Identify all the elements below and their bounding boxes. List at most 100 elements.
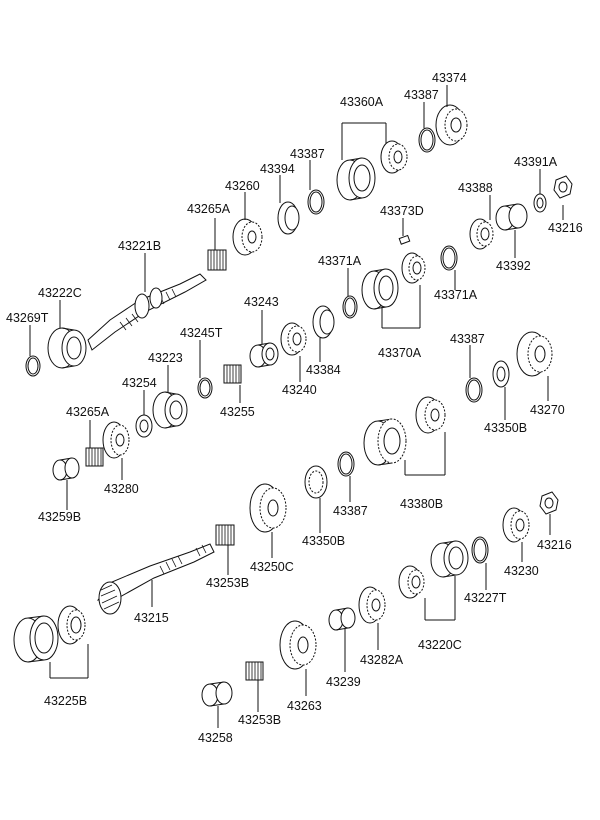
label-43380B[interactable]: 43380B	[400, 497, 443, 511]
label-43350B-left[interactable]: 43350B	[302, 534, 345, 548]
label-43253B-bottom[interactable]: 43253B	[238, 713, 281, 727]
part-43260-gear[interactable]	[232, 218, 263, 256]
label-43384[interactable]: 43384	[306, 363, 341, 377]
label-43391A[interactable]: 43391A	[514, 155, 558, 169]
part-43225B-bearing-cone[interactable]	[57, 605, 86, 645]
part-43360A-sleeve[interactable]	[336, 157, 376, 201]
label-43265A-left[interactable]: 43265A	[66, 405, 110, 419]
part-43221B-input-shaft[interactable]	[87, 273, 207, 351]
part-43220C-bearing-cup[interactable]	[430, 540, 469, 578]
label-43350B-right[interactable]: 43350B	[484, 421, 527, 435]
label-43373D[interactable]: 43373D	[380, 204, 424, 218]
label-43250C[interactable]: 43250C	[250, 560, 294, 574]
label-43215[interactable]: 43215	[134, 611, 169, 625]
label-43225B[interactable]: 43225B	[44, 694, 87, 708]
label-43280[interactable]: 43280	[104, 482, 139, 496]
part-43227T-snap-ring[interactable]	[471, 536, 489, 564]
label-43374[interactable]: 43374	[432, 71, 467, 85]
label-43255[interactable]: 43255	[220, 405, 255, 419]
part-43265A-needle-bearing-top[interactable]	[207, 249, 227, 271]
label-43387-a[interactable]: 43387	[404, 88, 439, 102]
part-43263-gear[interactable]	[279, 620, 317, 670]
part-43384-cone[interactable]	[312, 305, 335, 339]
part-43374-gear[interactable]	[435, 104, 468, 146]
label-43269T[interactable]: 43269T	[6, 311, 49, 325]
part-43388-gear[interactable]	[469, 218, 494, 250]
part-43216-nut-top[interactable]	[553, 175, 573, 199]
label-43259B[interactable]: 43259B	[38, 510, 81, 524]
part-43239-collar[interactable]	[328, 607, 356, 631]
label-43221B[interactable]: 43221B	[118, 239, 161, 253]
part-43265A-needle-bearing-left[interactable]	[85, 447, 104, 467]
part-43391A-washer[interactable]	[533, 193, 547, 213]
part-43243-bushing[interactable]	[249, 342, 279, 368]
part-43360A-gear[interactable]	[380, 140, 408, 174]
part-43387-snap-ring-4[interactable]	[337, 451, 355, 477]
part-43258-bushing[interactable]	[201, 681, 233, 707]
part-43253B-needle-bearing-mid[interactable]	[215, 524, 235, 546]
part-labels: 43374 43387 43360A 43387 43394 43260 433…	[6, 71, 583, 745]
part-43350B-bearing-left[interactable]	[304, 465, 328, 499]
part-43387-snap-ring-top[interactable]	[418, 127, 436, 153]
label-43270[interactable]: 43270	[530, 403, 565, 417]
part-43240-gear[interactable]	[280, 322, 307, 356]
part-43270-gear[interactable]	[516, 331, 553, 377]
label-43282A[interactable]: 43282A	[360, 653, 404, 667]
part-43373D-key[interactable]	[398, 234, 411, 245]
part-43250C-gear[interactable]	[249, 483, 287, 533]
label-43243[interactable]: 43243	[244, 295, 279, 309]
label-43230[interactable]: 43230	[504, 564, 539, 578]
part-43380B-gear[interactable]	[415, 396, 446, 434]
label-43222C[interactable]: 43222C	[38, 286, 82, 300]
part-43253B-needle-bearing-bottom[interactable]	[245, 661, 264, 681]
label-43263[interactable]: 43263	[287, 699, 322, 713]
label-43245T[interactable]: 43245T	[180, 326, 223, 340]
part-43394-cone[interactable]	[277, 201, 300, 235]
part-43220C-bearing-cone[interactable]	[398, 565, 425, 599]
part-43387-snap-ring-3[interactable]	[465, 377, 483, 403]
part-43387-snap-ring-2[interactable]	[307, 189, 325, 215]
label-43254[interactable]: 43254	[122, 376, 157, 390]
part-43222C-ball-bearing[interactable]	[47, 327, 87, 369]
part-43230-gear[interactable]	[502, 507, 530, 543]
part-43371A-snap-ring-right[interactable]	[440, 245, 458, 271]
label-43371A-a[interactable]: 43371A	[318, 254, 362, 268]
label-43227T[interactable]: 43227T	[464, 591, 507, 605]
label-43394[interactable]: 43394	[260, 162, 295, 176]
label-43253B-mid[interactable]: 43253B	[206, 576, 249, 590]
label-43370A[interactable]: 43370A	[378, 346, 422, 360]
label-43387-b[interactable]: 43387	[290, 147, 325, 161]
label-43216-top[interactable]: 43216	[548, 221, 583, 235]
part-43282A-gear[interactable]	[358, 586, 386, 624]
label-43223[interactable]: 43223	[148, 351, 183, 365]
label-43220C[interactable]: 43220C	[418, 638, 462, 652]
label-43371A-b[interactable]: 43371A	[434, 288, 478, 302]
part-43245T-snap-ring[interactable]	[197, 377, 213, 399]
part-43215-output-shaft[interactable]	[96, 543, 215, 615]
part-43225B-bearing-cup[interactable]	[13, 615, 59, 663]
part-43392-collar[interactable]	[495, 203, 528, 231]
label-43387-d[interactable]: 43387	[333, 504, 368, 518]
label-43240[interactable]: 43240	[282, 383, 317, 397]
part-43370A-sleeve[interactable]	[361, 268, 399, 310]
part-43269T-snap-ring[interactable]	[25, 355, 41, 377]
part-43223-bearing[interactable]	[152, 391, 188, 429]
part-43255-needle-bearing[interactable]	[223, 364, 242, 384]
part-43254-washer[interactable]	[135, 414, 153, 438]
part-43380B-sleeve[interactable]	[363, 418, 407, 466]
label-43388[interactable]: 43388	[458, 181, 493, 195]
part-43280-gear[interactable]	[102, 421, 130, 459]
label-43260[interactable]: 43260	[225, 179, 260, 193]
label-43239[interactable]: 43239	[326, 675, 361, 689]
part-43371A-snap-ring-left[interactable]	[342, 295, 358, 319]
label-43258[interactable]: 43258	[198, 731, 233, 745]
label-43360A[interactable]: 43360A	[340, 95, 384, 109]
part-43370A-synchro-hub[interactable]	[401, 252, 426, 284]
label-43216-bottom[interactable]: 43216	[537, 538, 572, 552]
part-43350B-bearing-right[interactable]	[492, 360, 510, 388]
label-43265A-top[interactable]: 43265A	[187, 202, 231, 216]
label-43387-c[interactable]: 43387	[450, 332, 485, 346]
label-43392[interactable]: 43392	[496, 259, 531, 273]
part-43216-nut-bottom[interactable]	[539, 491, 559, 515]
part-43259B-bushing[interactable]	[52, 457, 80, 481]
